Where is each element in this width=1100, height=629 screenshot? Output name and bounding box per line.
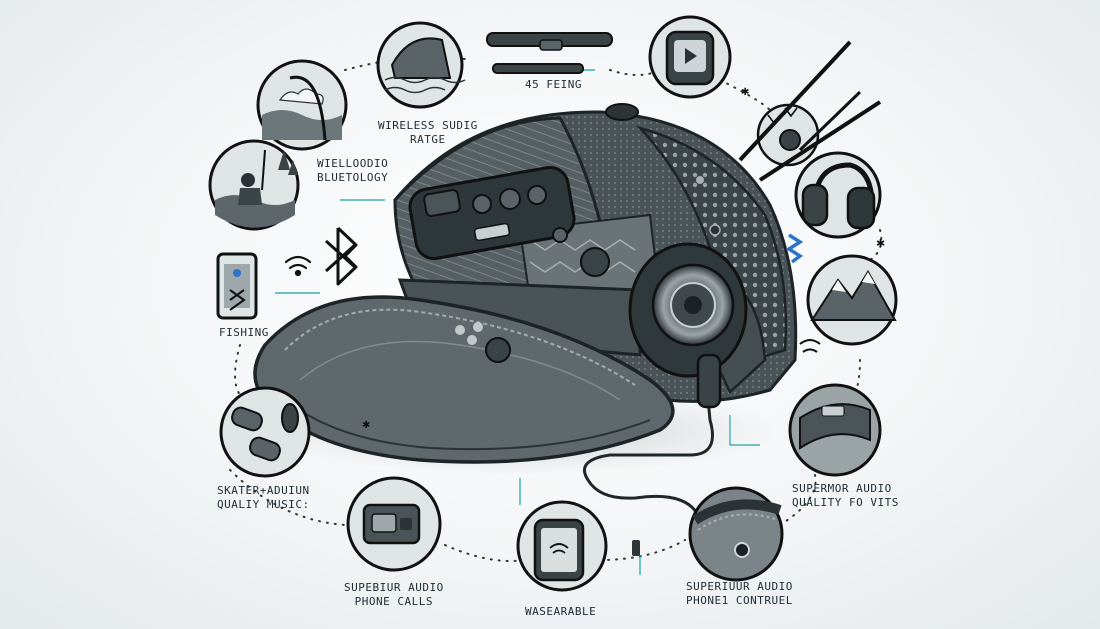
label-wireless-range: WIRELESS SUDIG RATGE (378, 119, 478, 147)
vignette-earbuds-case (219, 386, 311, 478)
vignette-fisherman-boat (208, 139, 300, 231)
vignette-mp3-player (648, 15, 732, 99)
label-45-feing: 45 FEING (525, 78, 582, 91)
label-line: RATGE (410, 132, 446, 146)
label-line: QUALIY MUSIC: (217, 497, 310, 511)
vignette-phone-wireless (516, 500, 608, 592)
vignette-mountains (806, 254, 898, 346)
label-line: SUPERMOR AUDIO (792, 482, 892, 495)
accent-glyphs: ✱ ✱ ✱ (362, 87, 885, 431)
wifi-icon (284, 255, 312, 277)
bluetooth-icon (324, 226, 358, 286)
label-line: SUPEBIUR AUDIO (344, 581, 444, 594)
earbud-band-vignette (486, 32, 613, 74)
vignette-headphones (794, 151, 882, 239)
label-line: BLUETOLOGY (317, 170, 389, 184)
svg-text:✱: ✱ (876, 237, 885, 250)
label-line: WIELLOODIO (317, 157, 389, 170)
label-wielloodio: WIELLOODIO BLUETOLOGY (317, 157, 388, 185)
vignette-fishing-rod (256, 59, 348, 151)
baseball-cap (253, 103, 798, 556)
vignette-drumsticks (738, 40, 882, 182)
label-line: PHONE1 CONTRUEL (686, 593, 793, 607)
label-line: SKATER+ADUIUN (217, 484, 310, 497)
label-line: WIRELESS SUDIG (378, 119, 478, 132)
svg-text:✱: ✱ (362, 420, 370, 431)
label-phone-control: SUPERIUUR AUDIO PHONE1 CONTRUEL (686, 580, 793, 608)
vignette-receiver-device (346, 476, 442, 572)
label-phone-calls: SUPEBIUR AUDIO PHONE CALLS (344, 581, 444, 609)
svg-text:✱: ✱ (741, 87, 749, 98)
vignette-phone-bluetooth (216, 252, 258, 320)
vignette-cap-stitch (788, 383, 882, 477)
label-washable: WASEARABLE (525, 605, 597, 618)
label-superior-audio-right: SUPERMOR AUDIO QUALITY FO VITS (792, 482, 899, 510)
label-fishing: FISHING (219, 326, 269, 339)
vignette-cap-on-water (376, 21, 466, 109)
label-skater: SKATER+ADUIUN QUALIY MUSIC: (217, 484, 310, 512)
label-line: PHONE CALLS (354, 594, 434, 608)
label-line: SUPERIUUR AUDIO (686, 580, 793, 593)
label-line: QUALITY FO VITS (792, 495, 899, 509)
vignette-fabric-closeup (688, 486, 784, 582)
